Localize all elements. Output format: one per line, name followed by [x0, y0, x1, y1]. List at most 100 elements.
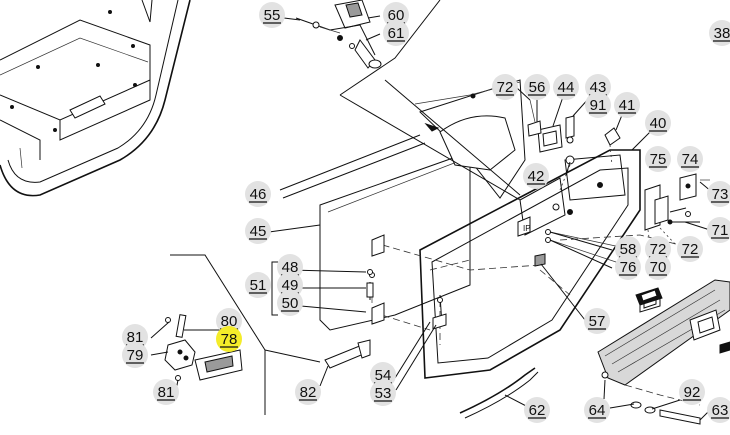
callout-bubble: [370, 362, 396, 388]
callout-label: 64: [589, 402, 606, 419]
callout-70: 70: [645, 254, 671, 280]
callout-label: 58: [620, 241, 637, 258]
callout-bubble: [645, 236, 671, 262]
upper-latch-drawing: [295, 0, 441, 96]
callout-label: 70: [650, 259, 667, 276]
callout-50: 50: [277, 290, 303, 316]
callout-bubble: [383, 2, 409, 28]
lock-hardware-drawing: [527, 99, 626, 267]
callout-bubble: [707, 397, 730, 423]
callout-label: 55: [264, 7, 281, 24]
callout-label: 79: [127, 347, 144, 364]
callout-label: 60: [388, 7, 405, 24]
callout-label: 43: [590, 79, 607, 96]
callout-82: 82: [295, 379, 321, 405]
callout-bubble: [707, 217, 730, 243]
callout-label: 62: [529, 402, 546, 419]
callout-label: 46: [250, 186, 267, 203]
callout-bubble: [277, 290, 303, 316]
callout-label: 73: [712, 186, 729, 203]
svg-text:IP: IP: [523, 224, 531, 233]
callout-bubble: [216, 308, 242, 334]
callout-bubble: [383, 20, 409, 46]
callout-label: 42: [528, 168, 545, 185]
callout-bubble: [584, 308, 610, 334]
callout-bubble: [122, 342, 148, 368]
callout-bubble: [295, 379, 321, 405]
callout-76: 76: [615, 254, 641, 280]
callout-62: 62: [524, 397, 550, 423]
callout-label: 40: [650, 115, 667, 132]
cab-frame-drawing: [0, 0, 191, 197]
door-seal-drawing: [459, 367, 539, 419]
callout-91: 91: [585, 92, 611, 118]
callout-71: 71: [707, 217, 730, 243]
callout-bubble: [524, 397, 550, 423]
callout-64: 64: [584, 397, 610, 423]
callout-bubble: [677, 236, 703, 262]
callout-57: 57: [584, 308, 610, 334]
callout-53: 53: [370, 380, 396, 406]
callout-bubble: [153, 379, 179, 405]
callout-label: 82: [300, 384, 317, 401]
callout-bubble: [492, 74, 518, 100]
callout-bubble: [370, 380, 396, 406]
callout-48: 48: [277, 254, 303, 280]
callout-bubble: [277, 272, 303, 298]
callout-label: 48: [282, 259, 299, 276]
callout-45: 45: [245, 218, 271, 244]
callout-bubble: [523, 163, 549, 189]
callout-54: 54: [370, 362, 396, 388]
callout-80: 80: [216, 308, 242, 334]
callout-44: 44: [553, 74, 579, 100]
callout-bubble: [709, 20, 730, 46]
callout-label: 38: [714, 25, 730, 42]
small-gaskets-drawing: [635, 287, 663, 306]
callout-40: 40: [645, 110, 671, 136]
callout-label: 72: [650, 241, 667, 258]
callout-79: 79: [122, 342, 148, 368]
bracket-group-drawing: [164, 254, 371, 415]
callout-label: 74: [682, 151, 699, 168]
callout-bubble: [645, 254, 671, 280]
callout-label: 81: [158, 384, 175, 401]
callout-label: 91: [590, 97, 607, 114]
callout-74: 74: [677, 146, 703, 172]
callout-label: 53: [375, 385, 392, 402]
callout-bubble: [645, 110, 671, 136]
callout-label: 54: [375, 367, 392, 384]
callout-label: 56: [529, 79, 546, 96]
callout-label: 50: [282, 295, 299, 312]
callout-bubble: [645, 146, 671, 172]
hinge-hardware-drawing: [644, 173, 710, 246]
callout-bubble: [615, 254, 641, 280]
callout-bubble: [584, 397, 610, 423]
callout-highlight: [216, 326, 242, 352]
callout-label: 80: [221, 313, 238, 330]
callout-bubble: [245, 218, 271, 244]
striker-kit-drawing: [271, 261, 374, 316]
callout-41: 41: [614, 92, 640, 118]
callout-bubble: [553, 74, 579, 100]
callout-label: 45: [250, 223, 267, 240]
lower-housing-drawing: [597, 279, 730, 425]
callout-75: 75: [645, 146, 671, 172]
callout-label: 81: [127, 329, 144, 346]
callout-bubble: [245, 181, 271, 207]
callout-label: 92: [684, 384, 701, 401]
callout-label: 49: [282, 277, 299, 294]
callout-label: 78: [221, 331, 238, 348]
callout-81: 81: [153, 379, 179, 405]
callout-bubble: [615, 236, 641, 262]
callout-73: 73: [707, 181, 730, 207]
callout-bubble: [245, 272, 271, 298]
callout-label: 71: [712, 222, 729, 239]
callout-label: 75: [650, 151, 667, 168]
callout-78: 78: [216, 326, 242, 352]
callout-bubble: [122, 324, 148, 350]
callout-61: 61: [383, 20, 409, 46]
callout-46: 46: [245, 181, 271, 207]
callout-label: 76: [620, 259, 637, 276]
